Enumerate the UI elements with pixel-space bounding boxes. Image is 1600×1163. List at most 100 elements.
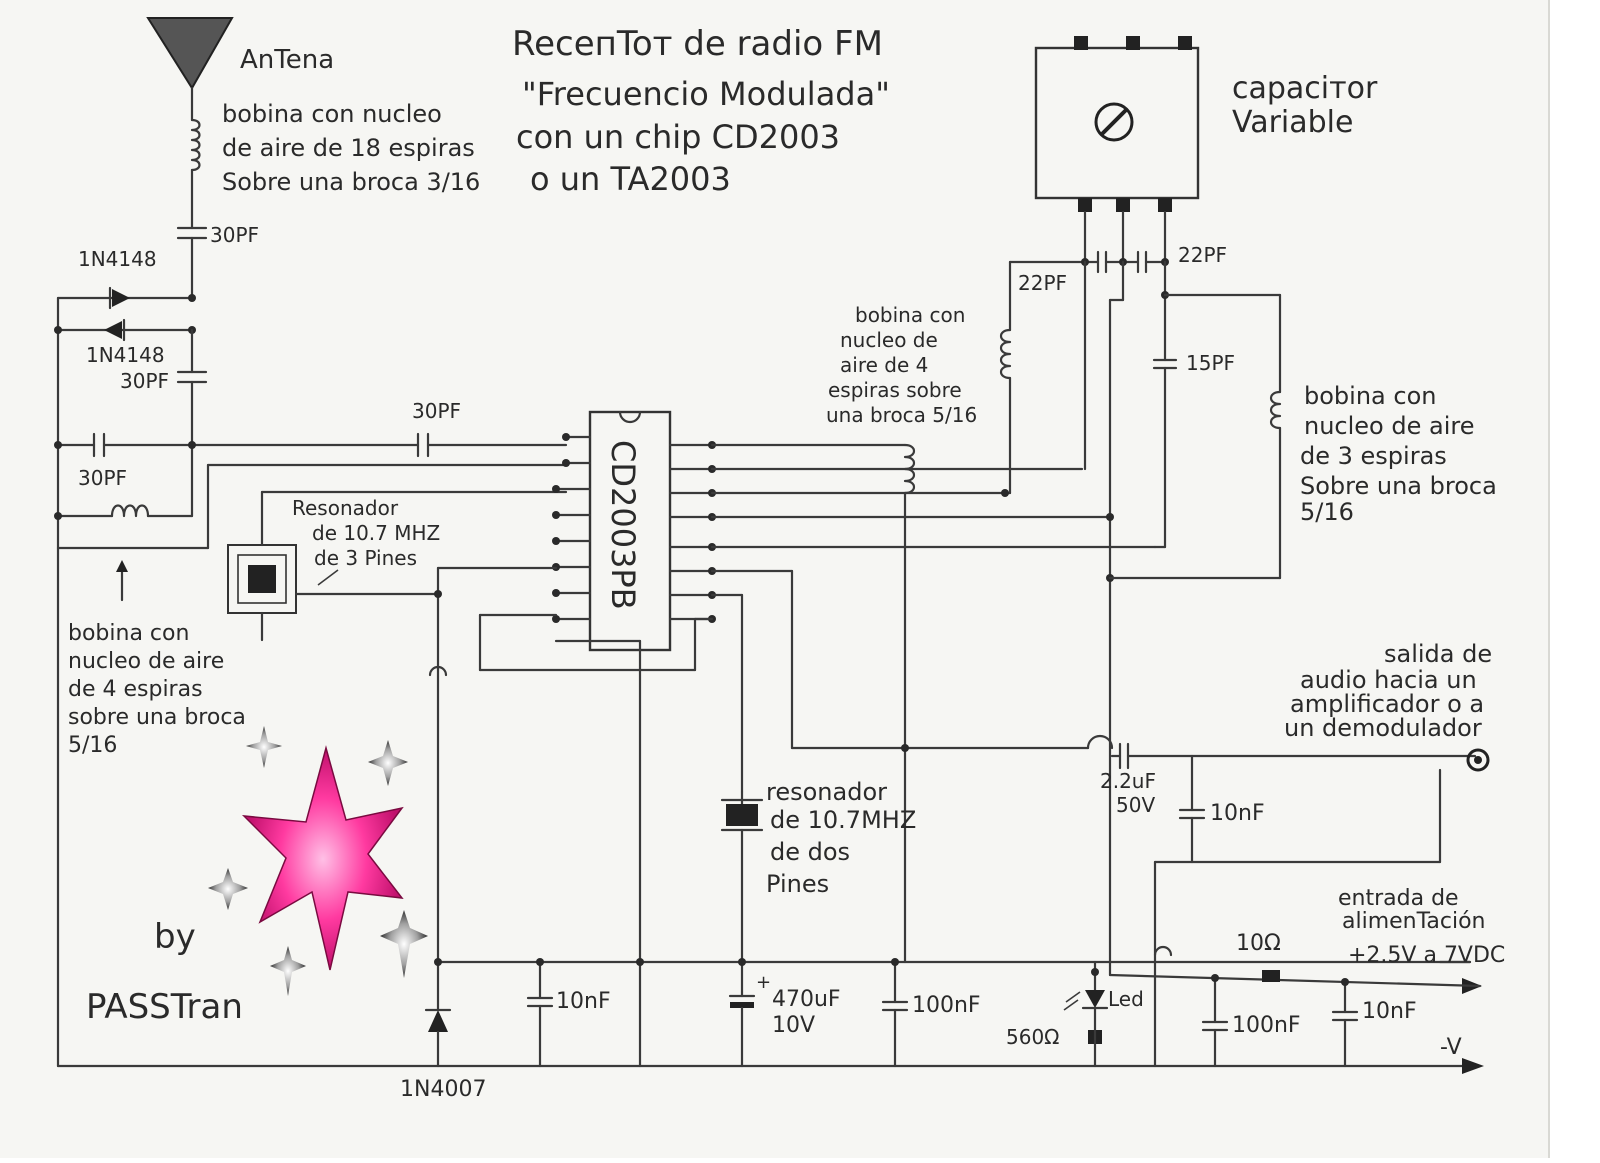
audio-output-section [1086, 734, 1490, 1068]
resonator3-line2: de 10.7 MHZ [312, 521, 440, 545]
cap-22pf-left-label: 22PF [1018, 271, 1067, 295]
coil-right-line1: bobina con [1304, 382, 1436, 410]
coil-right-line2: nucleo de aire [1304, 412, 1474, 440]
diode1-label: 1N4148 [78, 247, 157, 271]
variable-cap-line1: capaciтor [1232, 71, 1378, 106]
variable-cap-line2: Variable [1232, 105, 1353, 140]
cap-15pf-label: 15PF [1186, 351, 1235, 375]
cap-30pf-mid [176, 328, 208, 518]
coil-mid-line3: aire de 4 [840, 353, 928, 377]
resonator2-line3: de dos [770, 838, 850, 866]
diode-1n4007-label: 1N4007 [400, 1077, 486, 1102]
power-in-line3: +2.5V a 7VDC [1348, 943, 1505, 968]
cap-10nf-right [1331, 980, 1359, 1068]
led-and-resistor [1063, 960, 1109, 1068]
power-in-line1: entrada de [1338, 886, 1459, 911]
audio-out-line3: amplificador o a [1290, 690, 1484, 718]
antenna-label: AnTena [240, 45, 334, 75]
coil-right-line3: de 3 espiras [1300, 442, 1447, 470]
signature-by: by [154, 917, 196, 957]
coil-left-4-turns [56, 504, 194, 518]
res-560-label: 560Ω [1006, 1025, 1059, 1049]
coil-top-line2: de aire de 18 espiras [222, 134, 475, 162]
coil-top-line3: Sobre una broca 3/16 [222, 168, 480, 196]
cap-30pf-top-label: 30PF [210, 223, 259, 247]
coil-right-3-turns [1108, 293, 1282, 580]
coil-left-line4: sobre una broca [68, 705, 246, 730]
cap-30pf-top [176, 226, 208, 300]
title-line2: "Frecuencio Modulada" [522, 75, 890, 113]
title-line1: ReceпToт de radio FM [512, 24, 883, 64]
resonator-3-pin [227, 490, 568, 642]
cap-30pf-line-label: 30PF [412, 399, 461, 423]
cap-22pf-right-label: 22PF [1178, 243, 1227, 267]
chip-left-pins [552, 433, 592, 623]
cd2003-chip: CD2003PB [588, 410, 672, 652]
audio-out-line4: un demodulador [1284, 714, 1482, 742]
title-line4: o un TA2003 [530, 160, 731, 198]
cap-30pf-mid-label: 30PF [120, 369, 169, 393]
diode-1n4148-b [56, 318, 194, 342]
resonator2-line2: de 10.7MHZ [770, 806, 916, 834]
cap-22uf-line2: 50V [1116, 793, 1155, 817]
cap-100nf-right [1201, 976, 1229, 1068]
resonator2-line4: Pines [766, 870, 829, 898]
coil-18-turns [190, 118, 201, 230]
led-label: Led [1108, 987, 1144, 1011]
coil-top-line1: bobina con nucleo [222, 100, 442, 128]
variable-capacitor [1034, 36, 1200, 264]
sparkle-icon [368, 740, 408, 786]
cap-10nf-bottom [526, 960, 554, 1068]
audio-out-line2: audio hacia un [1300, 666, 1477, 694]
title-line3: con un chip CD2003 [516, 118, 840, 156]
coil-left-line3: de 4 espiras [68, 677, 203, 702]
coil-mid-line4: espiras sobre [828, 378, 962, 402]
decorative-stars [208, 726, 428, 996]
coil-left-line5: 5/16 [68, 733, 117, 758]
cap-470uf-line2: 10V [772, 1013, 815, 1038]
sparkle-icon [380, 910, 428, 978]
cap-22uf-line1: 2.2uF [1100, 769, 1156, 793]
diode-1n4007 [424, 960, 452, 1068]
cap-30pf-left-label: 30PF [78, 466, 127, 490]
audio-out-line1: salida de [1384, 640, 1492, 668]
cap-470uf-plus: + [756, 972, 771, 993]
chip-label: CD2003PB [604, 440, 642, 610]
sparkle-icon [208, 868, 248, 910]
rf-input-line [56, 432, 568, 458]
coil-mid-line1: bobina con [855, 303, 965, 327]
cap-470uf [728, 990, 756, 1068]
pin-to-ground-path [428, 566, 642, 1068]
coil-left-line2: nucleo de aire [68, 649, 224, 674]
antenna-symbol [146, 17, 234, 122]
negative-ground-rail [56, 1058, 1484, 1074]
cap-10nf-right-label: 10nF [1362, 999, 1417, 1024]
cap-10nf-bottom1-label: 10nF [556, 989, 611, 1014]
title-block: ReceпToт de radio FM "Frecuencio Modulad… [512, 24, 890, 198]
sparkle-icon [246, 726, 282, 768]
diode-1n4148-a [56, 286, 194, 310]
coil-right-line5: 5/16 [1300, 498, 1354, 526]
cap-470uf-line1: 470uF [772, 987, 841, 1012]
chip-right-pins [668, 441, 716, 623]
positive-supply-rail [436, 960, 1482, 994]
resonator3-line1: Resonador [292, 496, 399, 520]
big-pink-star-icon [241, 745, 404, 971]
coil-left-line1: bobina con [68, 621, 189, 646]
cap-100nf-mid-label: 100nF [912, 993, 981, 1018]
power-in-line2: alimenTación [1342, 909, 1486, 934]
coil-mid-line5: una broca 5/16 [826, 403, 977, 427]
cap-100nf-mid [881, 960, 909, 1068]
res-10-label: 10Ω [1236, 931, 1281, 956]
diode2-label: 1N4148 [86, 343, 165, 367]
sparkle-icon [270, 946, 306, 996]
resonator2-line1: resonador [766, 778, 887, 806]
signature-name: PASSTran [86, 987, 243, 1027]
coil-mid-line2: nucleo de [840, 328, 938, 352]
arrow-to-left-coil [116, 560, 128, 602]
coil-mid-4-turns [999, 260, 1012, 495]
cap-10nf-audio-label: 10nF [1210, 801, 1265, 826]
chip-right-wiring [478, 443, 1157, 964]
